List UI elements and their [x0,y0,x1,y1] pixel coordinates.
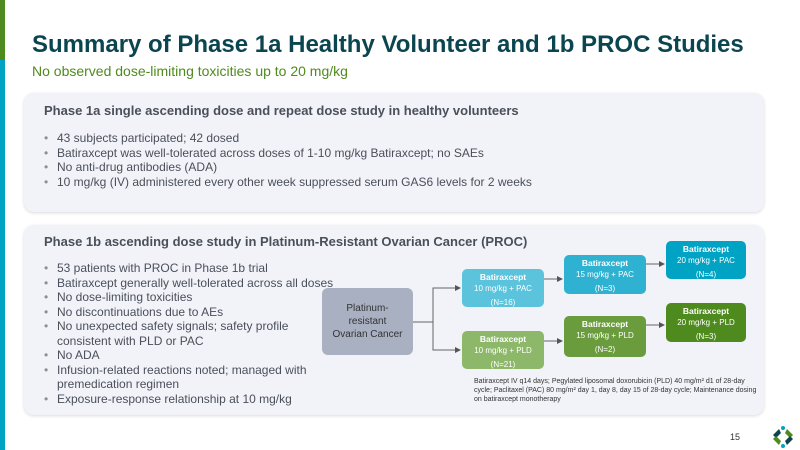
phase1b-heading: Phase 1b ascending dose study in Platinu… [44,234,528,249]
phase1a-heading: Phase 1a single ascending dose and repea… [44,103,519,118]
phase1b-bullets: 53 patients with PROC in Phase 1b trial … [44,261,334,406]
arm-dose: 20 mg/kg + PLD [677,318,735,327]
accent-bar-green [0,0,5,60]
arm-10-pac: Batiraxcept 10 mg/kg + PAC (N=16) [462,269,544,307]
arm-20-pac: Batiraxcept 20 mg/kg + PAC (N=4) [666,241,746,279]
arm-10-pld: Batiraxcept 10 mg/kg + PLD (N=21) [462,331,544,369]
page-title: Summary of Phase 1a Healthy Volunteer an… [32,31,744,58]
arm-dose: 10 mg/kg + PLD [474,346,532,355]
list-item: No anti-drug antibodies (ADA) [44,160,532,175]
page-number: 15 [730,432,741,442]
list-item: Exposure-response relationship at 10 mg/… [44,392,334,407]
arm-drug: Batiraxcept [581,319,629,329]
arm-drug: Batiraxcept [682,306,730,316]
list-item: No ADA [44,348,334,363]
arm-n: (N=2) [594,345,616,354]
arm-dose: 15 mg/kg + PLD [576,331,634,340]
arm-20-pld: Batiraxcept 20 mg/kg + PLD (N=3) [666,303,746,342]
company-logo-icon [773,426,793,448]
list-item: No unexpected safety signals; safety pro… [44,319,334,348]
arm-15-pac: Batiraxcept 15 mg/kg + PAC (N=3) [564,255,646,294]
arm-n: (N=16) [490,298,516,307]
page-subtitle: No observed dose-limiting toxicities up … [32,63,348,79]
arm-n: (N=3) [594,284,616,293]
diagram-footnote: Batiraxcept IV q14 days; Pegylated lipos… [474,378,757,403]
arm-drug: Batiraxcept [479,334,527,344]
arm-drug: Batiraxcept [479,272,527,282]
arm-n: (N=21) [490,360,516,369]
root-line: resistant [348,316,387,327]
arm-drug: Batiraxcept [682,244,730,254]
arm-dose: 20 mg/kg + PAC [677,256,735,265]
root-node-platinum-resistant: Platinum- resistant Ovarian Cancer [322,288,413,355]
list-item: Batiraxcept was well-tolerated across do… [44,146,532,161]
arm-dose: 15 mg/kg + PAC [576,270,634,279]
list-item: Infusion-related reactions noted; manage… [44,363,334,392]
phase1a-bullets: 43 subjects participated; 42 dosed Batir… [44,131,532,189]
root-line: Platinum- [346,303,389,314]
root-line: Ovarian Cancer [332,329,403,340]
phase1a-panel: Phase 1a single ascending dose and repea… [24,93,764,212]
list-item: 10 mg/kg (IV) administered every other w… [44,175,532,190]
accent-bar-blue [0,60,5,450]
arm-drug: Batiraxcept [581,258,629,268]
arm-dose: 10 mg/kg + PAC [474,284,532,293]
list-item: 53 patients with PROC in Phase 1b trial [44,261,334,276]
arm-n: (N=4) [695,270,717,279]
arm-15-pld: Batiraxcept 15 mg/kg + PLD (N=2) [564,316,646,357]
list-item: No dose-limiting toxicities [44,290,334,305]
arm-n: (N=3) [695,332,717,341]
list-item: Batiraxcept generally well-tolerated acr… [44,276,334,291]
list-item: 43 subjects participated; 42 dosed [44,131,532,146]
list-item: No discontinuations due to AEs [44,305,334,320]
